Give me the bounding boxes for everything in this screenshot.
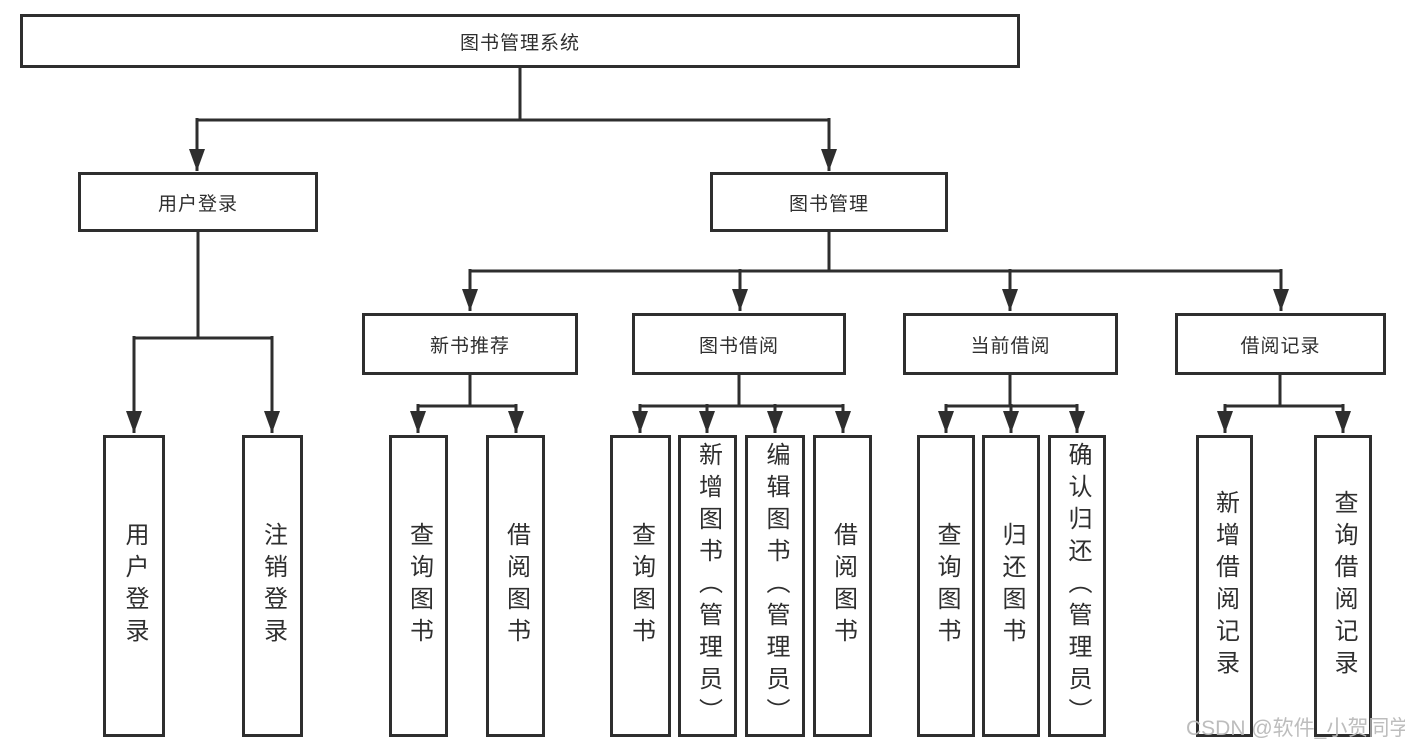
leaf-query-borrow-record: 查询借阅记录 [1314,435,1372,737]
leaf-query-book-borrow-label: 查询图书 [627,522,655,650]
node-root-label: 图书管理系统 [459,32,580,54]
leaf-borrow-book-recommend-label: 借阅图书 [502,522,530,650]
node-root: 图书管理系统 [20,14,1020,68]
leaf-query-book-current: 查询图书 [917,435,975,737]
node-current-borrowing-label: 当前借阅 [970,335,1051,357]
leaf-return-book-label: 归还图书 [998,522,1025,650]
node-user-login-label: 用户登录 [157,193,238,215]
leaf-user-login-label: 用户登录 [121,522,148,650]
leaf-return-book: 归还图书 [982,435,1040,737]
leaf-borrow-book: 借阅图书 [813,435,872,737]
leaf-confirm-return-admin-label: 确认归还（管理员） [1064,442,1091,730]
leaf-query-book-current-label: 查询图书 [933,522,960,650]
leaf-confirm-return-admin: 确认归还（管理员） [1048,435,1106,737]
node-current-borrowing: 当前借阅 [903,313,1118,375]
leaf-borrow-book-label: 借阅图书 [829,522,857,650]
node-new-book-recommend-label: 新书推荐 [429,335,510,357]
leaf-logout: 注销登录 [242,435,303,737]
leaf-query-book-borrow: 查询图书 [610,435,671,737]
leaf-edit-book-admin-label: 编辑图书（管理员） [762,442,789,730]
node-book-management: 图书管理 [710,172,948,232]
node-user-login: 用户登录 [78,172,318,232]
node-borrow-records-label: 借阅记录 [1240,335,1321,357]
leaf-logout-label: 注销登录 [259,522,287,650]
node-book-management-label: 图书管理 [788,193,869,215]
node-book-borrowing: 图书借阅 [632,313,846,375]
leaf-query-book-recommend-label: 查询图书 [405,522,433,650]
node-borrow-records: 借阅记录 [1175,313,1386,375]
csdn-watermark: CSDN @软件_小贺同学 [1186,717,1405,740]
leaf-borrow-book-recommend: 借阅图书 [486,435,545,737]
leaf-add-book-admin-label: 新增图书（管理员） [694,442,722,730]
leaf-user-login: 用户登录 [103,435,165,737]
leaf-add-book-admin: 新增图书（管理员） [678,435,737,737]
leaf-query-borrow-record-label: 查询借阅记录 [1330,490,1357,682]
leaf-add-borrow-record-label: 新增借阅记录 [1211,490,1239,682]
leaf-add-borrow-record: 新增借阅记录 [1196,435,1253,737]
leaf-edit-book-admin: 编辑图书（管理员） [745,435,805,737]
node-new-book-recommend: 新书推荐 [362,313,578,375]
node-book-borrowing-label: 图书借阅 [698,335,779,357]
leaf-query-book-recommend: 查询图书 [389,435,448,737]
